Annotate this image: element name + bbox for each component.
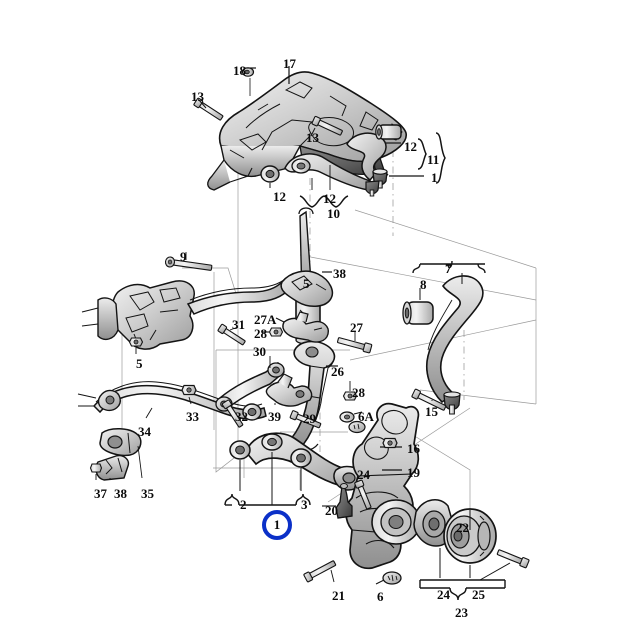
callout-9[interactable]: 9 <box>180 249 187 264</box>
callout-34[interactable]: 34 <box>138 424 151 439</box>
callout-24[interactable]: 24 <box>357 467 370 482</box>
callout-23[interactable]: 23 <box>455 605 468 620</box>
callout-12[interactable]: 12 <box>323 191 336 206</box>
callout-29[interactable]: 29 <box>303 411 316 426</box>
callout-27A[interactable]: 27A <box>254 312 277 327</box>
callout-33[interactable]: 33 <box>186 409 199 424</box>
callout-38[interactable]: 38 <box>114 486 127 501</box>
callout-30[interactable]: 30 <box>253 344 266 359</box>
callout-25[interactable]: 25 <box>472 587 485 602</box>
callout-26[interactable]: 26 <box>331 364 344 379</box>
callout-11[interactable]: 11 <box>427 152 440 167</box>
callout-5[interactable]: 5 <box>136 356 143 371</box>
callout-6A[interactable]: 6A <box>358 409 374 424</box>
callout-12[interactable]: 12 <box>404 139 417 154</box>
callout-35[interactable]: 35 <box>141 486 154 501</box>
callout-38[interactable]: 38 <box>333 266 346 281</box>
callout-32[interactable]: 32 <box>235 409 248 424</box>
callout-24[interactable]: 24 <box>437 587 450 602</box>
callout-20[interactable]: 20 <box>325 503 338 518</box>
highlighted-part-number: 1 <box>273 517 281 532</box>
callout-19[interactable]: 19 <box>407 465 420 480</box>
callout-3[interactable]: 3 <box>301 497 308 512</box>
callout-12[interactable]: 12 <box>273 189 286 204</box>
callout-13[interactable]: 13 <box>191 89 204 104</box>
callout-22[interactable]: 22 <box>456 520 469 535</box>
callout-21[interactable]: 21 <box>332 588 345 603</box>
callout-10[interactable]: 10 <box>327 206 340 221</box>
callout-5[interactable]: 5 <box>303 276 310 291</box>
callout-31[interactable]: 31 <box>232 317 245 332</box>
callout-2[interactable]: 2 <box>240 497 247 512</box>
highlighted-part-marker[interactable]: 1 <box>262 510 292 540</box>
callout-7[interactable]: 7 <box>445 261 452 276</box>
callout-15[interactable]: 15 <box>425 404 438 419</box>
callout-37[interactable]: 37 <box>94 486 107 501</box>
callout-39[interactable]: 39 <box>268 409 281 424</box>
callout-16[interactable]: 16 <box>407 441 420 456</box>
callout-6[interactable]: 6 <box>377 589 384 604</box>
callout-18[interactable]: 18 <box>233 63 246 78</box>
callout-28[interactable]: 28 <box>254 326 267 341</box>
callout-1[interactable]: 1 <box>431 170 438 185</box>
callout-17[interactable]: 17 <box>283 56 296 71</box>
callout-27[interactable]: 27 <box>350 320 363 335</box>
callout-28[interactable]: 28 <box>352 385 365 400</box>
callout-13[interactable]: 13 <box>306 130 319 145</box>
callout-8[interactable]: 8 <box>420 277 427 292</box>
